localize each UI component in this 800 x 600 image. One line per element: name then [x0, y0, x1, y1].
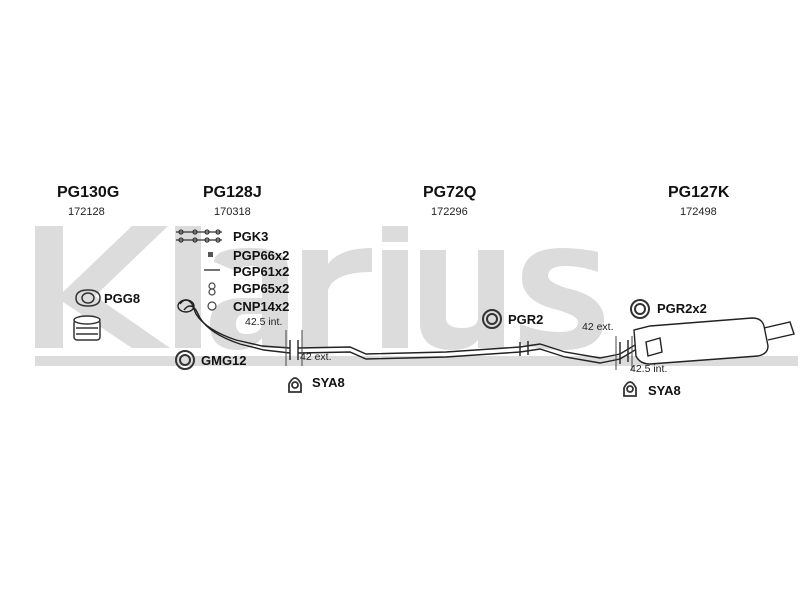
klarius-watermark-logo	[35, 226, 798, 366]
pgk3-clamp-icon	[176, 229, 222, 243]
section-code-rear: PG127K	[668, 184, 730, 201]
section-code-centre: PG72Q	[423, 184, 477, 201]
cnp14-clamp-icon	[207, 301, 217, 311]
dimension-left-int: 42.5 int.	[245, 316, 283, 328]
dimension-right-int: 42.5 int.	[630, 363, 668, 375]
pgr2x2-ring-icon	[630, 299, 650, 319]
part-label-cnp14x2: CNP14x2	[233, 299, 290, 314]
centre-pipe	[289, 340, 641, 364]
part-label-pgg8: PGG8	[104, 291, 141, 306]
dimension-markers	[285, 330, 633, 370]
section-code-downpipe: PG128J	[203, 184, 262, 201]
dimension-left-ext: 42 ext.	[300, 351, 332, 363]
rear-silencer	[619, 317, 795, 365]
part-label-pgp65x2: PGP65x2	[233, 281, 290, 296]
rubber-mount-icon	[73, 315, 101, 341]
part-label-pgp66x2: PGP66x2	[233, 248, 290, 263]
section-number-front: 172128	[68, 206, 105, 218]
part-label-pgr2x2: PGR2x2	[657, 301, 707, 316]
sya8-left-hanger-icon	[288, 377, 302, 393]
part-label-pgk3: PGK3	[233, 229, 269, 244]
part-label-gmg12: GMG12	[201, 353, 247, 368]
section-code-front: PG130G	[57, 184, 120, 201]
part-label-sya8-left: SYA8	[312, 375, 345, 390]
sya8-right-hanger-icon	[623, 381, 637, 397]
gmg12-ring-icon	[175, 350, 195, 370]
section-number-centre: 172296	[431, 206, 468, 218]
section-number-rear: 172498	[680, 206, 717, 218]
part-label-sya8-right: SYA8	[648, 383, 681, 398]
front-pipe	[177, 299, 291, 354]
pgr2-ring-icon	[482, 309, 502, 329]
part-label-pgp61x2: PGP61x2	[233, 264, 290, 279]
dimension-right-ext: 42 ext.	[582, 321, 614, 333]
pgp66-bolt-icon	[208, 252, 213, 257]
part-label-pgr2: PGR2	[508, 312, 544, 327]
pgg8-gasket-icon	[75, 289, 101, 307]
section-number-downpipe: 170318	[214, 206, 251, 218]
pgp65-nut-icon	[208, 282, 216, 296]
